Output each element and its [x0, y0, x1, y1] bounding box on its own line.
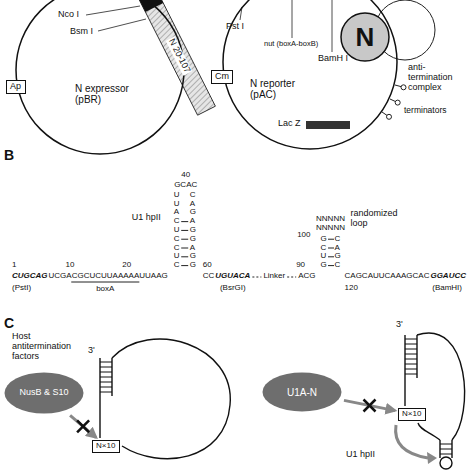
node-label: N: [356, 23, 375, 52]
terminator-hairpins: [382, 85, 406, 120]
marker-box: Ap: [6, 80, 26, 94]
base-pair: [181, 239, 188, 240]
plasmid-circle: N expressor (pBR): [15, 0, 185, 155]
position-number: 60: [203, 261, 212, 270]
position-number: 100: [297, 231, 310, 240]
sequence-text: ACG: [298, 272, 315, 281]
annotation-label: (BamHI): [432, 284, 462, 293]
annotation-label: (PstI): [12, 284, 31, 293]
base-pair: [181, 265, 188, 266]
block-mark: [364, 400, 376, 412]
loop-box: N×10: [398, 408, 426, 421]
sequence-text: CUGCAG: [12, 272, 48, 281]
inhibited-arrow: [70, 415, 96, 437]
node-label: N expressor (pBR): [75, 83, 141, 105]
position-number: 10: [66, 261, 75, 270]
annotation-label: terminators: [404, 106, 447, 115]
annotation-label: nut (boxA-boxB): [264, 40, 318, 48]
leader-line: [98, 19, 146, 31]
factor-ellipse: NusB & S10: [4, 372, 84, 414]
position-number: 20: [122, 261, 131, 270]
hairpin-bases: NNNNNNNNNN: [315, 215, 347, 233]
annotation-label: Bsm I: [70, 27, 93, 37]
annotation-label: Pst I: [226, 22, 244, 32]
leader-line: [332, 0, 333, 52]
sequence-text: Linker: [263, 272, 285, 281]
node-label: Cm: [215, 72, 229, 82]
annotation-label: U1 hpII: [132, 213, 161, 223]
gene-bar: Lac Z: [278, 118, 350, 132]
annotation-label: anti-termination complex: [408, 63, 470, 93]
position-number: 120: [345, 284, 358, 293]
node-label: Ap: [10, 82, 21, 92]
node-label: N×10: [402, 410, 421, 419]
base-pair: [328, 265, 334, 266]
position-number: 1: [12, 261, 16, 270]
hairpin-bases: UUACUCCUC: [174, 191, 182, 270]
sequence-text: CC: [203, 272, 215, 281]
inhibited-arrow: [344, 400, 395, 410]
node-label: N reporter (pAC): [250, 78, 316, 100]
annotation-label: Nco I: [58, 10, 79, 20]
arrow-head: [427, 452, 437, 464]
linker-line: [287, 277, 296, 278]
block-mark: [77, 420, 89, 432]
node-label: NusB & S10: [16, 388, 72, 398]
annotation-label: 3': [88, 346, 95, 356]
linker-line: [252, 277, 261, 278]
hairpin-bases: GCAC: [174, 181, 197, 190]
annotation-label: U1 hpII: [346, 450, 375, 460]
rna-right: [405, 333, 465, 469]
node-label: U1A-N: [287, 387, 317, 398]
hairpin-bases: CAGAGGAGG: [190, 191, 198, 270]
loop-box: N×10: [92, 440, 120, 453]
base-pair: [181, 221, 188, 222]
base-pair: [181, 230, 188, 231]
panel-letter: C: [4, 316, 14, 331]
annotation-label: Host antitermination factors: [12, 332, 84, 362]
panel-letter: B: [4, 148, 14, 163]
hairpin-bases: CAGC: [335, 235, 343, 270]
position-number: 90: [296, 261, 305, 270]
sequence-text: UCGACGCUCUUAAAAAUUAAG: [49, 272, 168, 281]
leader-line: [292, 0, 293, 38]
annotation-label: BamH I: [318, 54, 348, 64]
base-pair: [328, 256, 334, 257]
binding-arrow: [396, 425, 428, 458]
base-pair: [328, 248, 334, 249]
annotation-label: 3': [396, 320, 403, 330]
annotation-label: boxA: [96, 285, 114, 294]
boxA-underline: [71, 282, 139, 283]
annotation-label: (BsrGI): [220, 284, 246, 293]
marker-box: Cm: [211, 70, 233, 84]
base-pair: [181, 256, 188, 257]
position-number: 40: [181, 171, 190, 180]
coding-bar: [139, 0, 215, 115]
leader-line: [86, 6, 140, 15]
sequence-text: GGAUCC: [430, 272, 466, 281]
factor-ellipse: U1A-N: [262, 372, 342, 412]
base-pair: [328, 239, 334, 240]
node-label: Lac Z: [278, 119, 301, 129]
hairpin-bases: GCUG: [321, 235, 329, 270]
node-label: N×10: [96, 442, 115, 451]
node-shape: [15, 0, 185, 155]
sequence-text: UGUACA: [215, 272, 250, 281]
sequence-text: CAGCAUUCAAAGCAC: [345, 272, 430, 281]
base-pair: [181, 248, 188, 249]
annotation-label: randomized loop: [351, 209, 409, 229]
